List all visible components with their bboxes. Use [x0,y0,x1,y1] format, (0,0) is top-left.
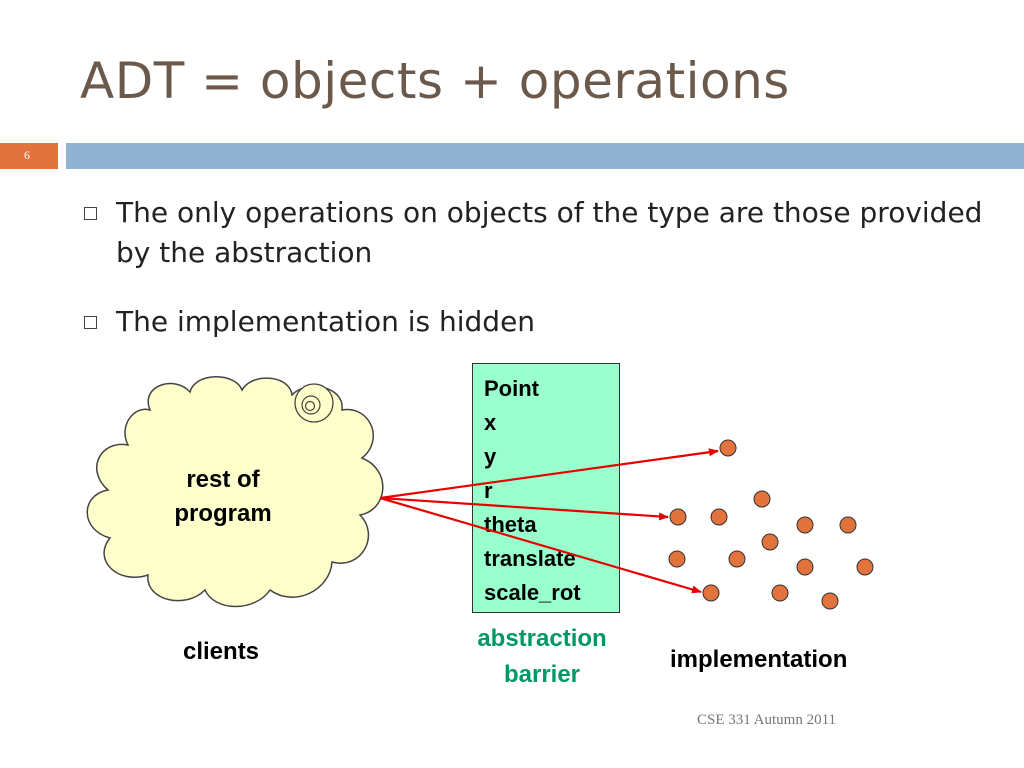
implementation-label: implementation [670,646,848,673]
abstraction-box: Point x y r theta translate scale_rot [472,363,620,613]
bullet-text: The only operations on objects of the ty… [116,196,983,269]
bullet-item: The implementation is hidden [84,302,996,342]
cloud-label: rest of program [158,463,288,531]
slide-footer: CSE 331 Autumn 2011 [697,712,837,728]
arrow-to-bottom-dot [379,496,702,594]
barrier-label: abstraction barrier [452,621,632,693]
box-item-r: r [484,478,493,503]
box-item-theta: theta [484,512,537,537]
clients-label: clients [183,638,260,665]
cloud-label-line1: rest of [186,466,260,493]
box-item-scale-rot: scale_rot [484,580,581,605]
barrier-label-line1: abstraction [477,625,607,652]
bullet-square-icon [84,316,97,329]
box-item-x: x [484,410,497,435]
slide-number-badge [0,143,58,169]
cloud-shape [86,376,384,608]
arrow-to-top-dot [379,448,719,500]
slide-title: ADT = objects + operations [80,52,790,110]
implementation-dots [668,439,874,610]
barrier-label-line2: barrier [503,661,581,688]
arrow-to-middle-dot [379,496,669,521]
box-item-point: Point [484,376,539,401]
title-divider-bar [66,143,1024,169]
slide-number: 6 [24,148,30,162]
bullet-text: The implementation is hidden [116,305,536,338]
box-item-y: y [484,444,497,469]
bullet-square-icon [84,207,97,220]
cloud-label-line2: program [174,500,272,527]
bullet-item: The only operations on objects of the ty… [84,193,996,273]
